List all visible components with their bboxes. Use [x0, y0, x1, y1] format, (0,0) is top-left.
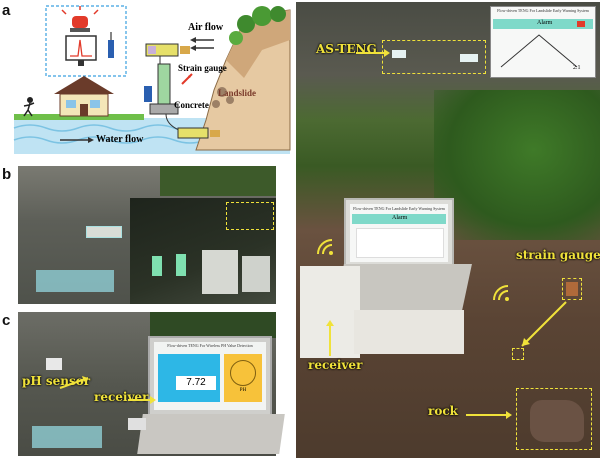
teng-device [32, 426, 102, 448]
panel-a-illustration [13, 5, 291, 154]
gauge-display: PH [224, 354, 262, 402]
panel-c: Flow-driven TENG For Wireless PH Value D… [0, 310, 292, 458]
strain-gauge-box [562, 278, 582, 300]
wifi-icon [493, 285, 509, 301]
alarm-indicator [577, 21, 585, 27]
laptop-d-title: Flow-driven TENG For Landslide Early War… [353, 206, 445, 211]
ph-sensor-arrow [59, 376, 89, 389]
receiver-device [128, 418, 146, 430]
panel-b: b [0, 164, 292, 306]
night-inset [130, 198, 276, 304]
panel-b-photo-trees [160, 166, 276, 196]
landslide-label: Landslide [218, 88, 257, 98]
inset-title: Flow-driven TENG For Landslide Early War… [497, 8, 589, 13]
receiver-arrow-d [326, 320, 334, 356]
alarm-signal-plot [500, 34, 578, 68]
rock [530, 400, 584, 442]
strain-gauge-arrow [521, 301, 567, 347]
strain-gauge-label: Strain gauge [178, 63, 227, 73]
rock-label: rock [428, 404, 458, 418]
receiver-label-d: receiver [308, 358, 363, 372]
laptop: Flow-driven TENG For Wireless PH Value D… [148, 336, 272, 416]
air-flow-label: Air flow [188, 22, 224, 33]
laptop-d: Flow-driven TENG For Landslide Early War… [344, 198, 454, 268]
teng-device [36, 270, 114, 292]
table-box [354, 310, 464, 354]
as-teng-arrow [356, 49, 390, 57]
laptop-d-plot-area [356, 228, 444, 258]
glow-highlight-box [226, 202, 274, 230]
rock-arrow [466, 411, 512, 419]
teng-device [202, 250, 238, 294]
screen-title: Flow-driven TENG For Wireless PH Value D… [167, 343, 253, 348]
wifi-icon [317, 239, 333, 255]
gauge-dial [230, 360, 256, 386]
inset-value: 2.1 [573, 65, 581, 71]
laptop-keyboard [137, 414, 285, 454]
teng-device [460, 54, 478, 62]
gauge-unit: PH [239, 388, 247, 393]
strain-gauge-small-box [512, 348, 524, 360]
ph-sensor-device [46, 358, 62, 370]
panel-d: AS-TENG Flow-driven TENG For Landslide E… [294, 0, 600, 458]
alarm-bar: Alarm [493, 19, 593, 29]
ph-value: 7.72 [176, 376, 216, 390]
teng-device [176, 254, 186, 276]
panel-b-letter: b [2, 166, 12, 183]
receiver-arrow-c [128, 396, 156, 404]
concrete-label: Concrete [174, 100, 209, 110]
teng-device [152, 256, 162, 276]
panel-a-letter: a [2, 2, 11, 19]
laptop-screen: Flow-driven TENG For Wireless PH Value D… [154, 342, 266, 410]
teng-device [392, 50, 406, 58]
panel-a: a Air flow Strain gauge Landslide Concre… [0, 0, 292, 162]
alarm-text: Alarm [537, 20, 553, 26]
panel-c-letter: c [2, 312, 11, 329]
laptop-d-alarm-text: Alarm [392, 215, 408, 221]
teng-device [86, 226, 122, 238]
laptop-d-alarm-bar: Alarm [352, 214, 446, 224]
ph-display: 7.72 [158, 354, 220, 402]
ph-sensor-label: pH sensor [22, 374, 91, 388]
strain-gauge-label-d: strain gauge [516, 248, 600, 262]
as-teng-box [382, 40, 486, 74]
laptop-d-screen: Flow-driven TENG For Landslide Early War… [350, 204, 448, 262]
alarm-inset: Flow-driven TENG For Landslide Early War… [490, 6, 596, 78]
teng-device [242, 256, 270, 292]
water-flow-label: Water flow [96, 134, 144, 145]
strain-gauge-device [566, 282, 578, 296]
grass-patch [434, 90, 600, 240]
panel-c-trees [150, 312, 276, 338]
rock-box [516, 388, 592, 450]
